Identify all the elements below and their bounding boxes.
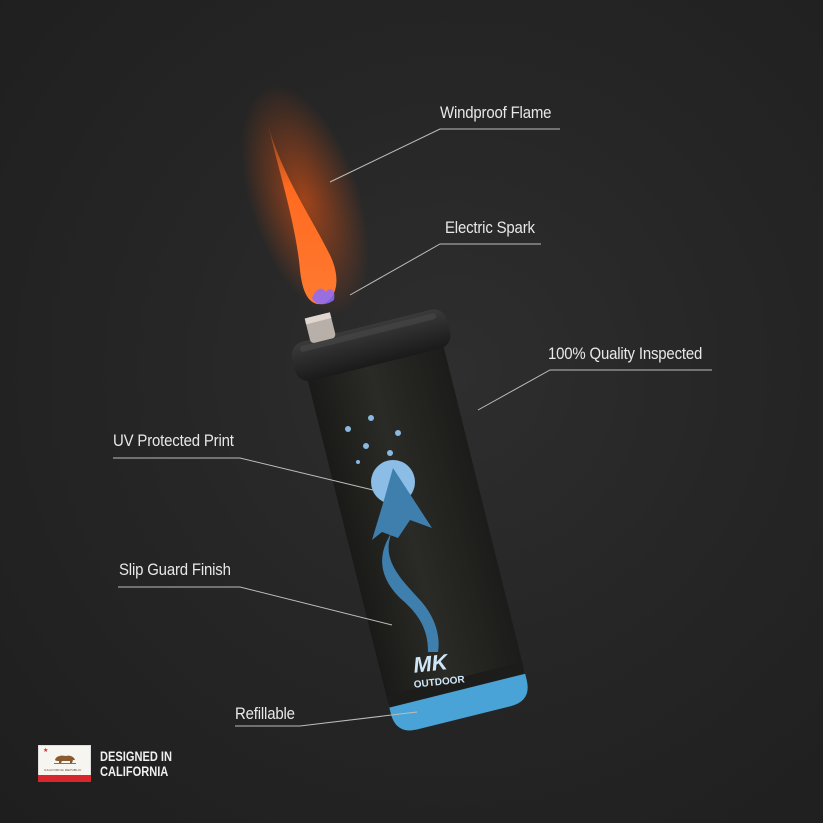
mountain-print — [372, 468, 432, 540]
callout-lines — [113, 128, 712, 727]
brand-logo: MK — [412, 649, 451, 678]
brand-sub: OUTDOOR — [413, 674, 466, 690]
lighter-body — [291, 309, 528, 731]
flag-star-icon: ★ — [43, 748, 49, 754]
callout-quality-inspected: 100% Quality Inspected — [548, 344, 703, 363]
california-flag-icon: ★ CALIFORNIA REPUBLIC — [38, 745, 91, 782]
flag-stripe — [38, 775, 91, 782]
badge-line-1: DESIGNED IN — [100, 748, 172, 764]
river-print — [382, 532, 439, 652]
designed-in-california-badge: ★ CALIFORNIA REPUBLIC DESIGNED IN CALIFO… — [38, 745, 188, 782]
callout-refillable: Refillable — [235, 704, 295, 723]
bear-icon — [54, 755, 76, 764]
flag-text: CALIFORNIA REPUBLIC — [44, 768, 82, 772]
star-print — [345, 415, 401, 464]
badge-text: DESIGNED IN CALIFORNIA — [100, 749, 172, 779]
callout-windproof-flame: Windproof Flame — [440, 103, 552, 122]
callout-electric-spark: Electric Spark — [445, 218, 535, 237]
flame-icon — [240, 84, 370, 316]
callout-slip-guard-finish: Slip Guard Finish — [119, 560, 231, 579]
callout-uv-protected-print: UV Protected Print — [113, 431, 234, 450]
badge-line-2: CALIFORNIA — [100, 763, 169, 779]
